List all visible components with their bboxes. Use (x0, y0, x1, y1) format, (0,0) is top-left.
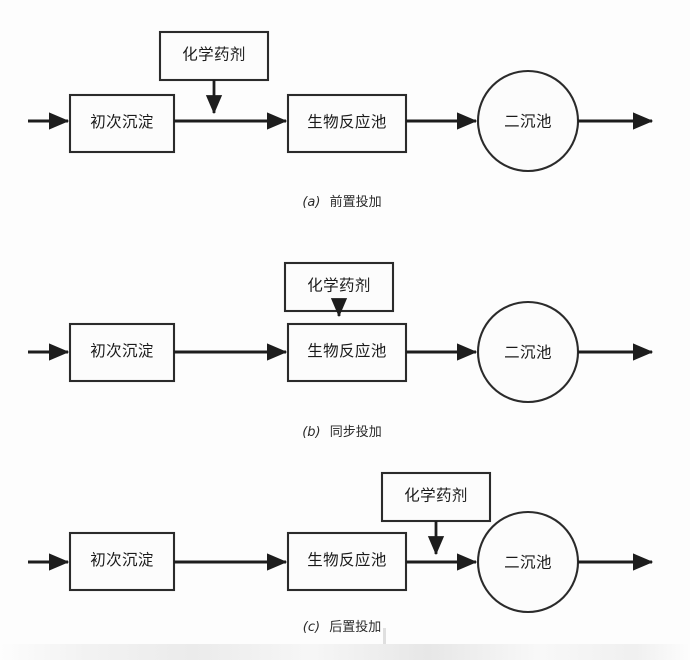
panel-c-primary-sedimentation-label: 初次沉淀 (90, 551, 154, 569)
panel-a-primary-sedimentation-label: 初次沉淀 (90, 113, 154, 131)
panel-c-caption: (c) 后置投加 (303, 619, 381, 635)
panel-b-caption-tag: (b) (302, 425, 320, 440)
panel-b-primary-sedimentation-box (68, 322, 176, 383)
panel-c-chemical-agent-label: 化学药剂 (404, 487, 468, 505)
panel-a-caption: (a) 前置投加 (302, 194, 381, 210)
panel-a-primary-sedimentation-box (68, 93, 176, 154)
panel-a-chemical-agent-label: 化学药剂 (182, 46, 246, 64)
panel-a-caption-text: 前置投加 (330, 194, 382, 210)
panel-c: 初次沉淀 生物反应池 化学药剂 二沉池 (c) 后置投加 (28, 471, 654, 635)
panel-b-secondary-clarifier-label: 二沉池 (504, 344, 552, 362)
panel-b-caption: (b) 同步投加 (302, 424, 382, 440)
panel-c-caption-tag: (c) (303, 620, 320, 635)
panel-c-chemical-agent-box (380, 471, 492, 523)
panel-c-bioreactor-label: 生物反应池 (307, 550, 387, 569)
panel-b-bioreactor-label: 生物反应池 (307, 341, 387, 360)
panel-a-chemical-agent-box (158, 30, 270, 82)
panel-a-bioreactor-box (286, 93, 408, 154)
panel-b-bioreactor-box (286, 322, 408, 383)
panel-b-caption-text: 同步投加 (330, 424, 382, 440)
panel-a-secondary-clarifier-label: 二沉池 (504, 113, 552, 131)
panel-c-secondary-clarifier-label: 二沉池 (504, 554, 552, 572)
panel-b-chemical-agent-label: 化学药剂 (307, 277, 371, 295)
panel-a-caption-tag: (a) (302, 195, 320, 210)
panel-a-bioreactor-label: 生物反应池 (307, 112, 387, 131)
panel-c-caption-text: 后置投加 (329, 619, 381, 635)
panel-b: 初次沉淀 化学药剂 生物反应池 二沉池 (b) 同步投加 (28, 261, 654, 440)
panel-c-bioreactor-box (286, 531, 408, 592)
panel-b-primary-sedimentation-label: 初次沉淀 (90, 342, 154, 360)
panel-a: 初次沉淀 化学药剂 生物反应池 二沉池 (a) 前置投加 (28, 30, 654, 210)
panel-c-primary-sedimentation-box (68, 531, 176, 592)
